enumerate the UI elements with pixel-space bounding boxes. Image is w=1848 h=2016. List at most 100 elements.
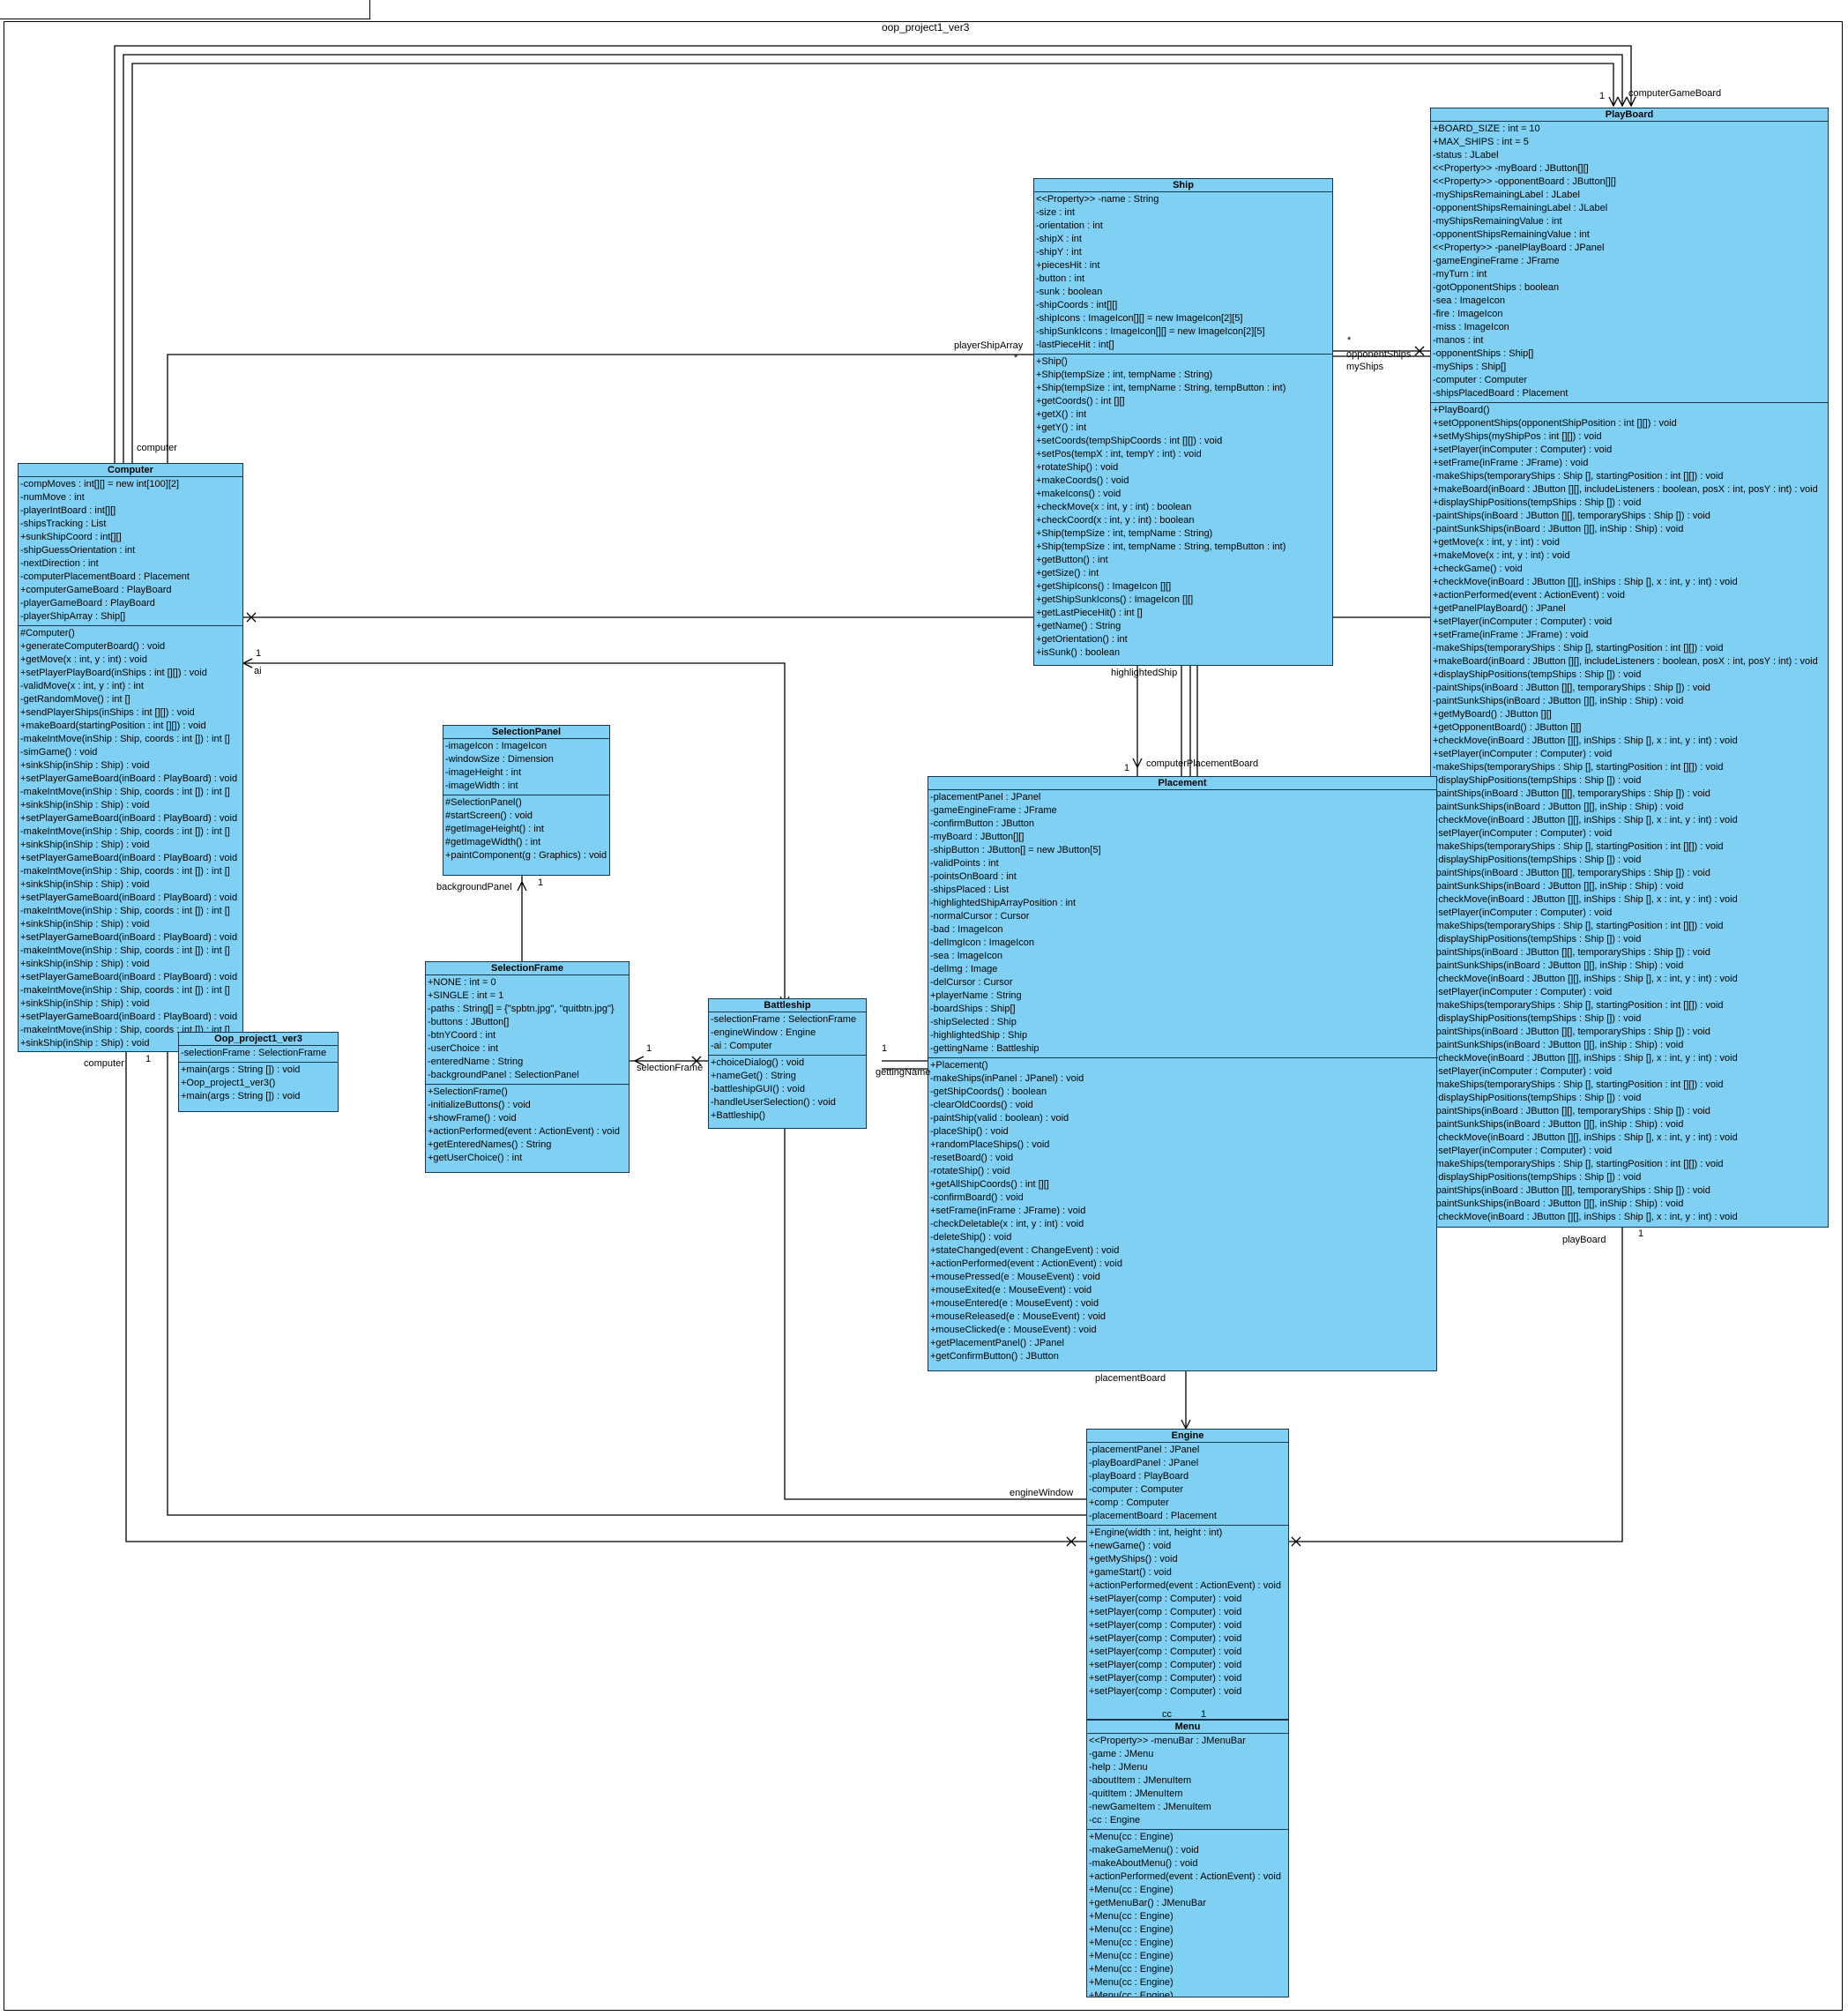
operation-row: +sinkShip(inShip : Ship) : void: [20, 1038, 150, 1049]
class-menu[interactable]: Menu<<Property>> -menuBar : JMenuBar-gam…: [1086, 1720, 1289, 1997]
operation-row: +getMyShips() : void: [1089, 1554, 1178, 1564]
class-attributes: +BOARD_SIZE : int = 10+MAX_SHIPS : int =…: [1431, 122, 1828, 402]
attribute-row: -myBoard : JButton[][]: [930, 832, 1025, 842]
attribute-row: +sunkShipCoord : int[][]: [20, 532, 122, 542]
operation-row: +Menu(cc : Engine): [1089, 1911, 1174, 1922]
class-computer[interactable]: Computer-compMoves : int[][] = new int[1…: [18, 463, 243, 1052]
operation-row: -rotateShip() : void: [930, 1166, 1010, 1176]
operation-row: +makeIcons() : void: [1036, 489, 1121, 499]
operation-row: +displayShipPositions(tempShips : Ship […: [1433, 1093, 1642, 1103]
operation-row: -makeShips(temporaryShips : Ship [], sta…: [1433, 643, 1724, 653]
operation-row: +checkMove(inBoard : JButton [][], inShi…: [1433, 815, 1738, 825]
operation-row: -makeIntMove(inShip : Ship, coords : int…: [20, 1025, 230, 1035]
class-name: PlayBoard: [1431, 108, 1828, 122]
class-operations: +PlayBoard()+setOpponentShips(opponentSh…: [1431, 402, 1828, 1226]
class-oop-project1-ver3[interactable]: Oop_project1_ver3-selectionFrame : Selec…: [178, 1032, 339, 1112]
attribute-row: -shipIcons : ImageIcon[][] = new ImageIc…: [1036, 313, 1243, 324]
operation-row: -validMove(x : int, y : int) : int: [20, 681, 144, 691]
attribute-row: +computerGameBoard : PlayBoard: [20, 585, 172, 595]
class-selectionframe[interactable]: SelectionFrame+NONE : int = 0+SINGLE : i…: [425, 961, 630, 1173]
class-selectionpanel[interactable]: SelectionPanel-imageIcon : ImageIcon-win…: [443, 725, 610, 876]
class-operations: #Computer()+generateComputerBoard() : vo…: [19, 625, 242, 1051]
operation-row: -paintSunkShips(inBoard : JButton [][], …: [1433, 1119, 1684, 1130]
operation-row: +checkMove(x : int, y : int) : boolean: [1036, 502, 1192, 512]
operation-row: +randomPlaceShips() : void: [930, 1139, 1050, 1150]
label-computer-top: computer: [137, 443, 177, 453]
class-operations: +Engine(width : int, height : int)+newGa…: [1087, 1525, 1288, 1700]
attribute-row: -shipGuessOrientation : int: [20, 545, 136, 556]
operation-row: -makeIntMove(inShip : Ship, coords : int…: [20, 866, 230, 877]
operation-row: -resetBoard() : void: [930, 1153, 1014, 1163]
attribute-row: -aboutItem : JMenuItem: [1089, 1775, 1192, 1786]
multiplicity-one: 1: [1599, 91, 1606, 101]
operation-row: -paintSunkShips(inBoard : JButton [][], …: [1433, 802, 1684, 812]
operation-row: +makeBoard(inBoard : JButton [][], inclu…: [1433, 656, 1818, 667]
attribute-row: -backgroundPanel : SelectionPanel: [428, 1070, 579, 1080]
class-battleship[interactable]: Battleship-selectionFrame : SelectionFra…: [708, 998, 867, 1129]
class-ship[interactable]: Ship<<Property>> -name : String-size : i…: [1033, 178, 1333, 666]
operation-row: +sinkShip(inShip : Ship) : void: [20, 800, 150, 810]
operation-row: -paintShips(inBoard : JButton [][], temp…: [1433, 1106, 1710, 1116]
operation-row: +getPanelPlayBoard() : JPanel: [1433, 603, 1566, 614]
operation-row: -makeIntMove(inShip : Ship, coords : int…: [20, 985, 230, 996]
association-battleship-computer: [243, 662, 786, 998]
attribute-row: +MAX_SHIPS : int = 5: [1433, 137, 1529, 147]
operation-row: +mouseClicked(e : MouseEvent) : void: [930, 1325, 1097, 1335]
operation-row: +setPlayerGameBoard(inBoard : PlayBoard)…: [20, 932, 238, 943]
attribute-row: +SINGLE : int = 1: [428, 990, 504, 1001]
operation-row: -initializeButtons() : void: [428, 1100, 531, 1110]
operation-row: +makeBoard(inBoard : JButton [][], inclu…: [1433, 484, 1818, 495]
operation-row: -paintShips(inBoard : JButton [][], temp…: [1433, 947, 1710, 958]
attribute-row: -selectionFrame : SelectionFrame: [711, 1014, 857, 1025]
operation-row: +actionPerformed(event : ActionEvent) : …: [1433, 590, 1625, 601]
operation-row: +getSize() : int: [1036, 568, 1099, 579]
operation-row: +setFrame(inFrame : JFrame) : void: [1433, 458, 1589, 468]
operation-row: +main(args : String []) : void: [181, 1064, 301, 1075]
label-my-ships: myShips: [1346, 362, 1384, 372]
operation-row: -makeShips(temporaryShips : Ship [], sta…: [1433, 1000, 1724, 1011]
attribute-row: -shipsTracking : List: [20, 519, 107, 529]
class-placement[interactable]: Placement-placementPanel : JPanel-gameEn…: [928, 776, 1437, 1371]
attribute-row: -gameEngineFrame : JFrame: [930, 805, 1057, 816]
attribute-row: -myShips : Ship[]: [1433, 362, 1507, 372]
operation-row: +gameStart() : void: [1089, 1567, 1172, 1578]
association-computer-ship: [167, 354, 1033, 463]
class-operations: +main(args : String []) : void +Oop_proje…: [179, 1062, 338, 1105]
attribute-row: -sea : ImageIcon: [930, 951, 1002, 961]
operation-row: +Menu(cc : Engine): [1089, 1990, 1174, 1997]
operation-row: +actionPerformed(event : ActionEvent) : …: [1089, 1580, 1281, 1591]
operation-row: +getMove(x : int, y : int) : void: [20, 654, 147, 665]
operation-row: +generateComputerBoard() : void: [20, 641, 166, 652]
operation-row: +getName() : String: [1036, 621, 1121, 631]
class-name: Menu: [1087, 1721, 1288, 1734]
operation-row: +getUserChoice() : int: [428, 1153, 523, 1163]
class-attributes: -selectionFrame : SelectionFrame-engineW…: [709, 1012, 866, 1055]
attribute-row: -newGameItem : JMenuItem: [1089, 1802, 1211, 1812]
class-playboard[interactable]: PlayBoard+BOARD_SIZE : int = 10+MAX_SHIP…: [1430, 108, 1829, 1228]
attribute-row: -imageWidth : int: [445, 780, 518, 791]
class-attributes: +NONE : int = 0+SINGLE : int = 1-paths :…: [426, 975, 629, 1084]
class-name: Computer: [19, 464, 242, 477]
attribute-row: -fire : ImageIcon: [1433, 309, 1503, 319]
operation-row: +Oop_project1_ver3(): [181, 1078, 276, 1088]
multiplicity-many: *: [1014, 353, 1018, 363]
attribute-row: -myShipsRemainingValue : int: [1433, 216, 1562, 227]
operation-row: +getShipIcons() : ImageIcon [][]: [1036, 581, 1172, 592]
package-frame: [4, 21, 1843, 2011]
operation-row: +setPlayer(inComputer : Computer) : void: [1433, 749, 1613, 759]
class-engine[interactable]: Engine-placementPanel : JPanel-playBoard…: [1086, 1429, 1289, 1720]
operation-row: +SelectionFrame(): [428, 1086, 508, 1097]
operation-row: +displayShipPositions(tempShips : Ship […: [1433, 775, 1642, 786]
attribute-row: -shipsPlacedBoard : Placement: [1433, 388, 1569, 399]
attribute-row: -validPoints : int: [930, 858, 999, 869]
operation-row: +Ship(tempSize : int, tempName : String,…: [1036, 383, 1286, 393]
attribute-row: -opponentShipsRemainingValue : int: [1433, 229, 1590, 240]
association-computer-engine-2: [167, 1052, 1086, 1516]
attribute-row: -gotOpponentShips : boolean: [1433, 282, 1560, 293]
operation-row: +getAllShipCoords() : int [][]: [930, 1179, 1049, 1190]
attribute-row: -imageHeight : int: [445, 767, 522, 778]
operation-row: +actionPerformed(event : ActionEvent) : …: [1089, 1871, 1281, 1882]
attribute-row: -status : JLabel: [1433, 150, 1499, 161]
operation-row: +checkMove(inBoard : JButton [][], inShi…: [1433, 894, 1738, 905]
operation-row: +setPlayer(inComputer : Computer) : void: [1433, 1066, 1613, 1077]
